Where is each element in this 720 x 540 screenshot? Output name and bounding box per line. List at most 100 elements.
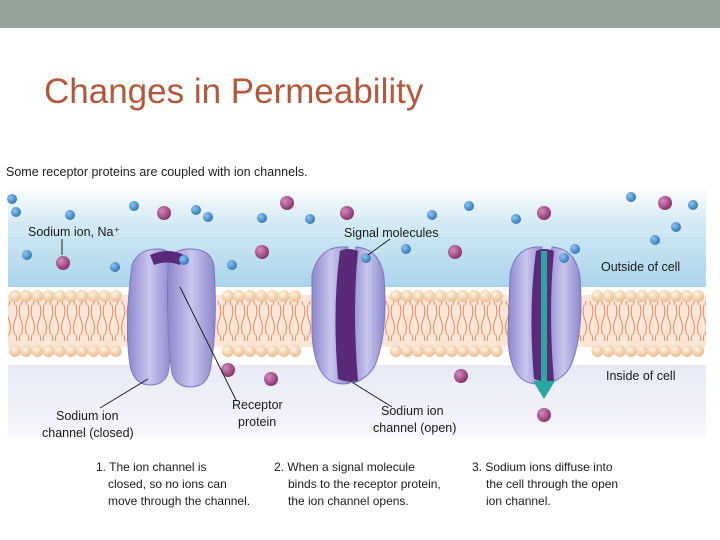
phospholipid-head	[457, 290, 469, 302]
phospholipid-head	[65, 290, 77, 302]
leader-lines	[61, 238, 393, 409]
diffusion-arrow	[533, 251, 555, 399]
phospholipid-head	[445, 345, 458, 357]
signal-molecule	[257, 213, 267, 223]
phospholipid-head	[457, 345, 469, 357]
phospholipid-head	[31, 290, 44, 302]
phospholipid-heads-inner	[9, 345, 705, 357]
phospholipid-head	[109, 345, 122, 357]
phospholipid-head	[289, 345, 301, 357]
phospholipid-head	[244, 290, 257, 302]
phospholipid-head	[692, 345, 705, 357]
slide-title: Changes in Permeability	[44, 72, 424, 111]
signal-molecule	[650, 235, 660, 245]
signal-molecule	[570, 244, 580, 254]
phospholipid-head	[434, 290, 447, 302]
signal-molecule	[671, 222, 681, 232]
phospholipid-head	[636, 345, 649, 357]
signal-molecule	[626, 192, 636, 202]
phospholipid-head	[692, 290, 705, 302]
phospholipid-head	[233, 345, 245, 357]
phospholipid-head	[53, 290, 66, 302]
label-channel-closed-line1: Sodium ion	[56, 409, 119, 423]
phospholipid-head	[76, 290, 89, 302]
figure-intro: Some receptor proteins are coupled with …	[6, 165, 308, 179]
phospholipid-head	[468, 290, 481, 302]
step-caption-1: 1. The ion channel is closed, so no ions…	[96, 460, 250, 508]
phospholipid-head	[98, 290, 111, 302]
signal-molecule	[227, 260, 237, 270]
phospholipid-head	[636, 290, 649, 302]
svg-text:the cell through the open: the cell through the open	[486, 477, 618, 491]
sodium-ion	[157, 206, 171, 220]
label-channel-open-line1: Sodium ion	[381, 404, 444, 418]
phospholipid-head	[669, 290, 682, 302]
svg-text:3. Sodium ions diffuse into: 3. Sodium ions diffuse into	[472, 460, 613, 474]
signal-molecule	[464, 201, 474, 211]
sodium-ions	[56, 196, 672, 422]
phospholipid-head	[255, 290, 268, 302]
sodium-ion	[56, 256, 70, 270]
signal-molecule	[22, 250, 32, 260]
phospholipid-head	[658, 345, 671, 357]
phospholipid-head	[591, 345, 604, 357]
signal-molecule	[129, 201, 139, 211]
phospholipid-head	[401, 345, 413, 357]
svg-text:move through the channel.: move through the channel.	[108, 494, 250, 508]
phospholipid-head	[479, 290, 492, 302]
signal-molecule-bound	[559, 253, 569, 263]
svg-text:the ion channel opens.: the ion channel opens.	[288, 494, 409, 508]
phospholipid-head	[681, 290, 693, 302]
phospholipid-head	[647, 345, 660, 357]
sodium-ion	[537, 206, 551, 220]
phospholipid-head	[266, 290, 279, 302]
sodium-ion	[658, 196, 672, 210]
label-sodium-ion: Sodium ion, Na⁺	[28, 225, 120, 239]
signal-molecule	[511, 214, 521, 224]
sodium-ion	[448, 245, 462, 259]
signal-molecule-near-channel	[179, 255, 189, 265]
phospholipid-head	[591, 290, 604, 302]
signal-molecule	[11, 207, 21, 217]
phospholipid-head	[625, 290, 637, 302]
signal-molecule	[7, 194, 17, 204]
phospholipid-head	[613, 345, 626, 357]
phospholipid-head	[658, 290, 671, 302]
phospholipid-head	[98, 345, 111, 357]
signal-molecule	[305, 214, 315, 224]
phospholipid-head	[76, 345, 89, 357]
phospholipid-head	[42, 290, 55, 302]
sodium-ion-channel-open	[311, 246, 386, 385]
top-bar	[0, 0, 720, 28]
phospholipid-head	[613, 290, 626, 302]
phospholipid-head	[647, 290, 660, 302]
sodium-ion	[264, 372, 278, 386]
phospholipid-head	[602, 345, 615, 357]
phospholipid-heads-outer	[9, 290, 705, 302]
label-signal-molecules: Signal molecules	[344, 226, 439, 240]
phospholipid-head	[445, 290, 458, 302]
phospholipid-head	[266, 345, 279, 357]
label-channel-open-line2: channel (open)	[373, 421, 456, 435]
label-outside-of-cell: Outside of cell	[601, 260, 680, 274]
label-receptor-line1: Receptor	[232, 398, 283, 412]
phospholipid-head	[109, 290, 122, 302]
phospholipid-head	[412, 345, 425, 357]
phospholipid-head	[490, 345, 503, 357]
phospholipid-head	[423, 290, 436, 302]
phospholipid-head	[9, 345, 21, 357]
phospholipid-head	[625, 345, 637, 357]
phospholipid-head	[221, 345, 234, 357]
phospholipid-head	[87, 345, 100, 357]
phospholipid-head	[53, 345, 66, 357]
phospholipid-head	[244, 345, 257, 357]
phospholipid-head	[669, 345, 682, 357]
phospholipid-head	[389, 290, 402, 302]
signal-molecule	[203, 212, 213, 222]
sodium-ion	[280, 196, 294, 210]
step-caption-2: 2. When a signal molecule binds to the r…	[274, 460, 441, 508]
label-inside-of-cell: Inside of cell	[606, 369, 675, 383]
phospholipid-head	[9, 290, 21, 302]
phospholipid-head	[389, 345, 402, 357]
phospholipid-head	[87, 290, 100, 302]
